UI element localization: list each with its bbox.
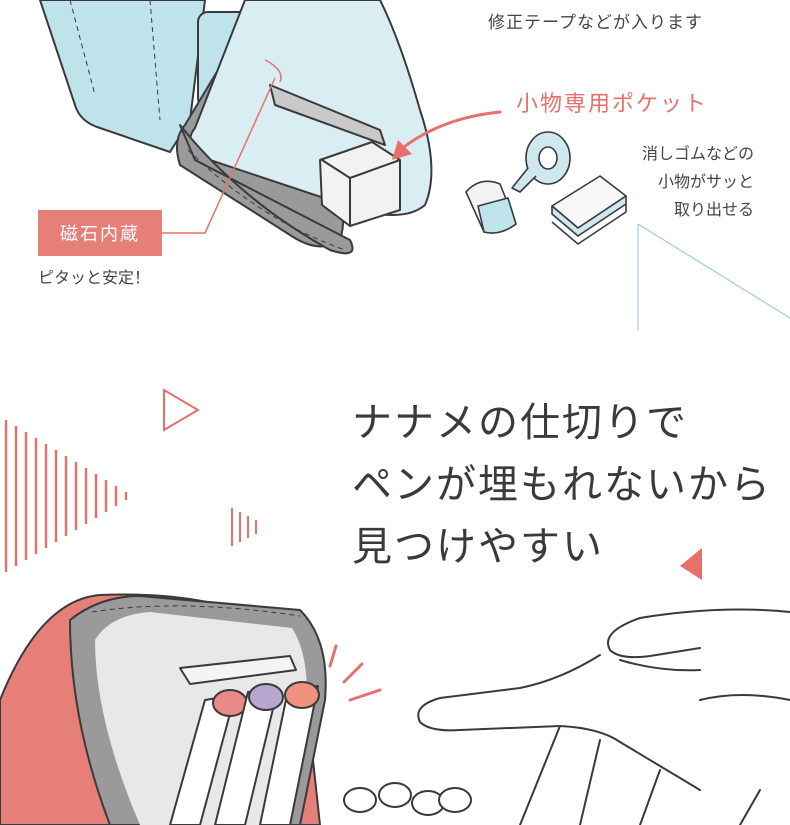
striped-triangle-deco	[4, 420, 128, 572]
pocket-description-line: 消しゴムなどの	[641, 144, 754, 163]
coral-pencase-illustration	[0, 593, 472, 825]
pocket-description-line: 小物がサッと	[657, 172, 754, 191]
pocket-title: 小物専用ポケット	[516, 92, 709, 117]
pocket-description: 消しゴムなどの 小物がサッと 取り出せる	[642, 140, 754, 224]
headline: ナナメの仕切りで ペンが埋もれないから 見つけやすい	[352, 392, 772, 578]
top-caption: 修正テープなどが入ります	[488, 13, 703, 33]
marker-pens	[169, 681, 320, 825]
pocket-description-line: 取り出せる	[673, 200, 754, 219]
headline-line: ナナメの仕切りで	[352, 400, 688, 446]
hand-illustration	[417, 608, 790, 825]
triangle-outline-deco	[163, 388, 200, 432]
magnet-subtext: ピタッと安定！	[38, 268, 151, 287]
pen-caps-bottom	[343, 782, 472, 816]
blue-pencase-illustration	[39, 0, 433, 255]
spark-lines	[328, 644, 382, 702]
magnet-pointer-line	[162, 59, 282, 234]
blue-deco-lines	[637, 223, 790, 330]
pocket-arrow	[392, 110, 502, 160]
headline-line: 見つけやすい	[352, 524, 604, 570]
small-striped-triangle-deco	[231, 508, 257, 546]
solid-triangle-deco	[680, 548, 702, 580]
small-items-illustration	[465, 131, 627, 245]
headline-line: ペンが埋もれないから	[352, 462, 772, 508]
magnet-badge: 磁石内蔵	[38, 210, 162, 256]
